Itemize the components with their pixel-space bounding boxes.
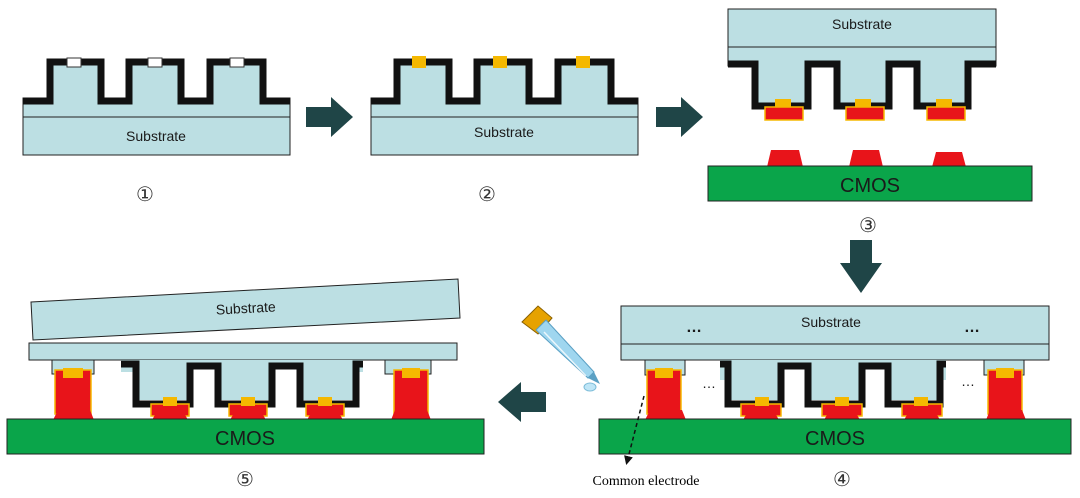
cmos-wafer (6, 418, 485, 455)
step-5-panel: Substrate CMOS ⑤ (6, 278, 485, 491)
metal-pad (655, 368, 673, 378)
metal-pad (412, 56, 426, 68)
ellipsis: … (702, 375, 716, 391)
cmos-bump (849, 150, 883, 167)
cmos-bump (824, 413, 860, 420)
ellipsis: … (964, 319, 980, 336)
cmos-bump (743, 413, 779, 420)
metal-pad (996, 368, 1014, 378)
metal-pad (936, 99, 952, 109)
contact-opening (147, 57, 163, 68)
substrate-block (620, 305, 1050, 345)
dropper-icon (521, 305, 600, 392)
cmos-bump (904, 413, 940, 420)
step-3-panel: Substrate CMOS ③ (707, 8, 1033, 237)
flow-arrow-right (306, 97, 353, 137)
common-electrode-label: Common electrode (593, 474, 700, 489)
step-number-4: ④ (833, 467, 851, 491)
substrate-block (370, 116, 639, 156)
mesa-body (121, 360, 363, 400)
substrate-label: Substrate (474, 124, 534, 140)
cmos-label: CMOS (805, 428, 865, 450)
contact-opening (66, 57, 82, 68)
substrate-base-layer (620, 343, 1050, 361)
step-number-3: ③ (859, 213, 877, 237)
substrate-label: Substrate (126, 128, 186, 144)
cmos-bump (307, 413, 343, 420)
mesa-body (370, 61, 639, 118)
step-number-2: ② (478, 182, 496, 206)
substrate-label: Substrate (801, 314, 861, 330)
cmos-bump (152, 413, 188, 420)
metal-pad (318, 397, 332, 406)
metal-pad (493, 56, 507, 68)
mesa-body (720, 360, 946, 400)
contact-opening (229, 57, 245, 68)
common-electrode-pointer (624, 395, 645, 465)
flow-arrow-left (498, 382, 546, 422)
mesa-body (727, 46, 997, 107)
lifted-substrate (30, 278, 461, 341)
cmos-bump (645, 410, 686, 420)
cmos-bump (391, 410, 431, 420)
step-number-1: ① (136, 182, 154, 206)
solder-bump (845, 106, 885, 121)
metal-pad (755, 397, 769, 406)
step-4-panel: Substrate … … … … CMOS Common electrode … (593, 305, 1072, 491)
metal-pad (402, 368, 420, 378)
ellipsis: … (686, 319, 702, 336)
metal-pad (835, 397, 849, 406)
substrate-label: Substrate (215, 298, 276, 317)
cmos-bump (932, 152, 966, 167)
step-1-panel: Substrate ① (22, 57, 291, 206)
solder-bump (764, 106, 804, 121)
cmos-bump (767, 150, 803, 167)
substrate-block (22, 116, 291, 156)
cmos-bump (230, 413, 266, 420)
cmos-wafer (707, 165, 1033, 202)
metal-pad (163, 397, 177, 406)
step-number-5: ⑤ (236, 467, 254, 491)
substrate-block (727, 8, 997, 48)
cmos-bump (986, 410, 1026, 420)
cmos-label: CMOS (840, 175, 900, 197)
substrate-base-layer (28, 342, 458, 361)
flow-arrow-right (656, 97, 703, 137)
substrate-label: Substrate (832, 16, 892, 32)
solder-bump (926, 106, 966, 121)
cmos-label: CMOS (215, 428, 275, 450)
ellipsis: … (961, 373, 975, 389)
cmos-bump (53, 410, 94, 420)
mesa-body (22, 61, 291, 118)
cmos-wafer (598, 418, 1072, 455)
metal-pad (775, 99, 791, 109)
metal-pad (855, 99, 871, 109)
metal-pad (241, 397, 255, 406)
metal-pad (576, 56, 590, 68)
metal-pad (914, 397, 928, 406)
step-2-panel: Substrate ② (370, 56, 639, 206)
flow-arrow-down (840, 240, 882, 293)
metal-pad (63, 368, 83, 378)
